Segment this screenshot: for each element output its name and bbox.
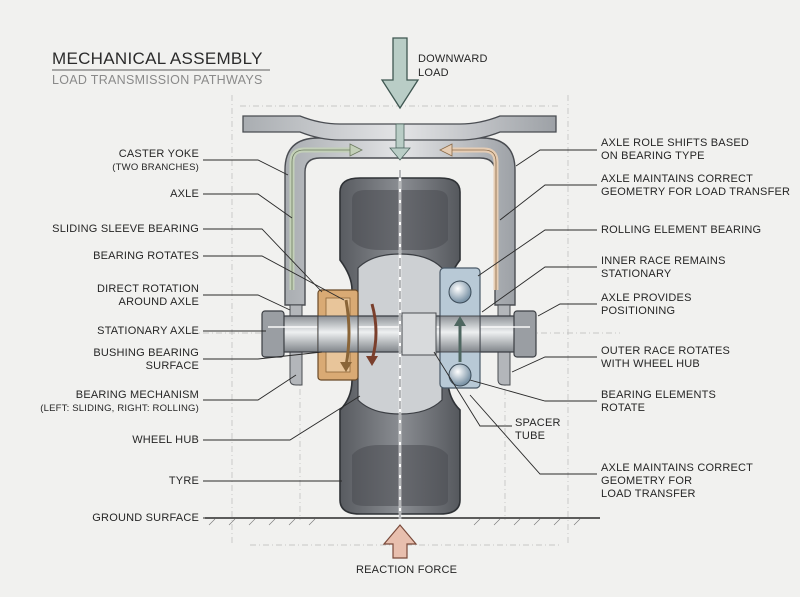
direct-rotation-label: DIRECT ROTATION (97, 283, 199, 295)
spacer-tube (401, 312, 437, 356)
left-load-path (289, 143, 363, 290)
leader-caster-yoke (203, 159, 289, 176)
leader-axle-positioning (537, 303, 597, 317)
sliding-sleeve-bearing-label: SLIDING SLEEVE BEARING (52, 223, 199, 235)
bearing-rotates-label: BEARING ROTATES (93, 250, 199, 262)
rotation-arrows (340, 299, 466, 372)
leader-wheel-hub (203, 395, 361, 441)
outer-race-label: OUTER RACE ROTATES (601, 345, 730, 357)
downward-load-label-2: LOAD (418, 67, 449, 79)
leader-axle-geometry-bottom (469, 394, 597, 475)
center-load-arrow (389, 123, 411, 161)
caster-yoke-label-sub: (TWO BRANCHES) (112, 162, 199, 173)
leader-axle-role (515, 149, 597, 167)
direct-rotation-label-2: AROUND AXLE (119, 296, 199, 308)
leader-rolling-element (477, 229, 597, 277)
ground-surface-label: GROUND SURFACE (92, 512, 199, 524)
right-load-path (439, 143, 499, 290)
axle-role-label-2: ON BEARING TYPE (601, 150, 705, 162)
spacer-tube-label: SPACER (515, 417, 561, 429)
inner-race-label: INNER RACE REMAINS (601, 255, 726, 267)
axle-geometry-top-label-2: GEOMETRY FOR LOAD TRANSFER (601, 186, 790, 198)
axle-geometry-top-label: AXLE MAINTAINS CORRECT (601, 173, 753, 185)
leader-direct-rotation (203, 294, 291, 311)
wheel-hub-label: WHEEL HUB (132, 434, 199, 446)
leader-bearing-rotates (203, 255, 345, 301)
ground-surface-line (205, 517, 600, 526)
reaction-force-arrow (382, 524, 418, 559)
rolling-element-label: ROLLING ELEMENT BEARING (601, 224, 761, 236)
leader-outer-race (511, 356, 597, 373)
diagram-subtitle: LOAD TRANSMISSION PATHWAYS (52, 73, 263, 87)
axle-role-label: AXLE ROLE SHIFTS BASED (601, 137, 749, 149)
diagram-title: MECHANICAL ASSEMBLY (52, 49, 263, 68)
axle-geometry-bottom-label: AXLE MAINTAINS CORRECT (601, 462, 753, 474)
caster-yoke-label: CASTER YOKE (119, 148, 199, 160)
leader-spacer-tube (433, 351, 512, 427)
leader-inner-race (481, 266, 597, 313)
leader-bearing-elements (469, 379, 597, 402)
leader-sliding-sleeve (203, 228, 323, 293)
reaction-force-label: REACTION FORCE (356, 564, 457, 576)
axle-positioning-label-2: POSITIONING (601, 305, 675, 317)
bearing-mechanism-label: BEARING MECHANISM (76, 389, 199, 401)
sliding-sleeve-bearing (317, 289, 359, 381)
downward-load-label-1: DOWNWARD (418, 53, 488, 65)
bearing-elements-label: BEARING ELEMENTS (601, 389, 716, 401)
outer-race-label-2: WITH WHEEL HUB (601, 358, 700, 370)
leader-axle-geometry-top (499, 184, 597, 221)
leader-bearing-mechanism (203, 374, 297, 401)
spacer-tube-label-2: TUBE (515, 430, 545, 442)
bearing-elements-label-2: ROTATE (601, 402, 645, 414)
axle-geometry-bottom-label-3: LOAD TRANSFER (601, 488, 696, 500)
tyre-label: TYRE (169, 475, 199, 487)
leader-axle (203, 193, 293, 219)
downward-load-arrow (380, 37, 420, 110)
leader-bushing-surface (203, 351, 323, 360)
inner-race-label-2: STATIONARY (601, 268, 672, 280)
axle-label: AXLE (170, 188, 199, 200)
axle-positioning-label: AXLE PROVIDES (601, 292, 692, 304)
axle-geometry-bottom-label-2: GEOMETRY FOR (601, 475, 692, 487)
bushing-bearing-label-2: SURFACE (146, 360, 199, 372)
bushing-bearing-label: BUSHING BEARING (93, 347, 199, 359)
stationary-axle-label: STATIONARY AXLE (97, 325, 199, 337)
bearing-mechanism-label-2: (LEFT: SLIDING, RIGHT: ROLLING) (40, 403, 199, 414)
